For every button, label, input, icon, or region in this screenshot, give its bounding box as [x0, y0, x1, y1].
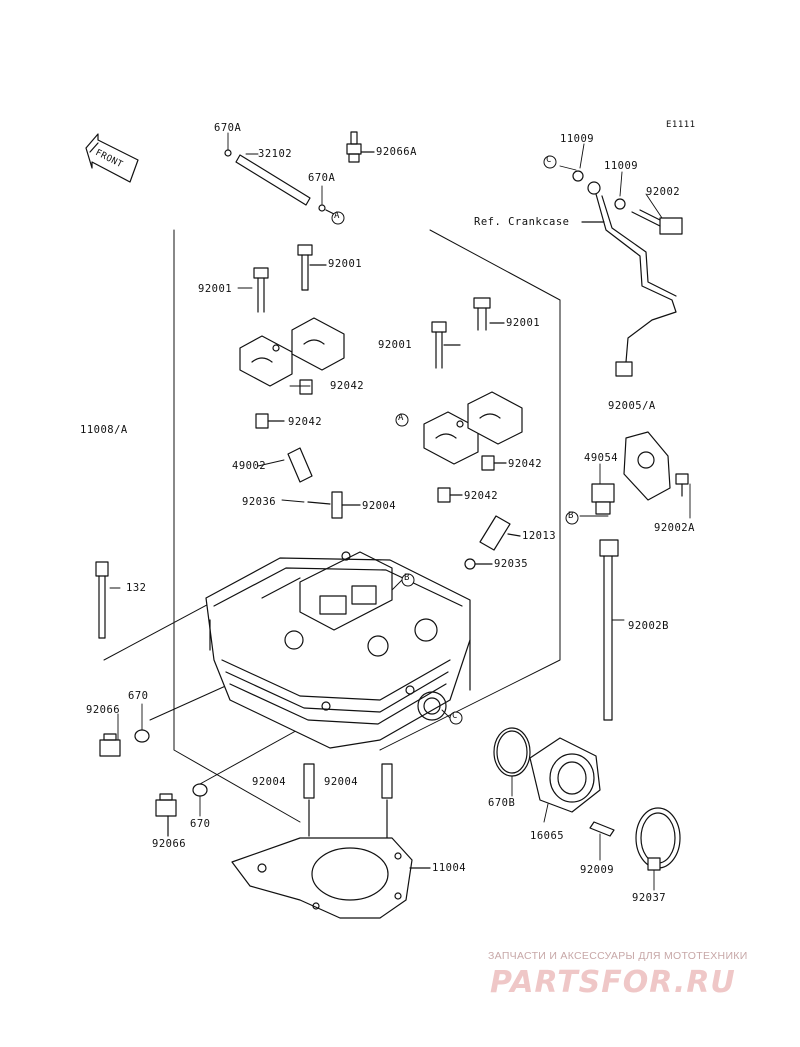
part-label: 32102: [258, 148, 293, 160]
part-label: 92004: [252, 776, 287, 788]
front-arrow-icon: [85, 133, 139, 183]
part-label: 49054: [584, 452, 619, 464]
ref-crankcase-label: Ref. Crankcase: [474, 216, 570, 228]
oring-92035: [464, 558, 493, 570]
part-label: 92004: [362, 500, 397, 512]
oring-670b: [493, 727, 531, 777]
bolt-92001-c: [431, 321, 461, 369]
rocker-cap-left: [239, 317, 345, 387]
rocker-cap-right: [423, 391, 523, 465]
studs-92004-lower: [303, 763, 393, 865]
part-label: 92001: [198, 283, 233, 295]
callout-b-housing: B: [568, 511, 574, 521]
callout-b-head: B: [404, 573, 410, 583]
part-label: 92001: [378, 339, 413, 351]
callout-c-head: C: [452, 711, 458, 721]
part-label: 16065: [530, 830, 565, 842]
part-label: 11008/A: [80, 424, 128, 436]
part-label: 49002: [232, 460, 267, 472]
part-label: 11009: [604, 160, 639, 172]
callout-a-top: A: [334, 211, 340, 221]
part-label: 92066A: [376, 146, 417, 158]
plug-92066-b: [155, 783, 208, 837]
clamp-92037: [635, 807, 681, 871]
part-label: 92005/A: [608, 400, 656, 412]
part-label: 92004: [324, 776, 359, 788]
part-label: 11009: [560, 133, 595, 145]
part-label: 92042: [464, 490, 499, 502]
watermark-logo: PARTSFOR.RU: [490, 965, 736, 1000]
frame-lines: [103, 229, 561, 823]
bolt-92001-d: [473, 297, 505, 331]
bolt-92002b: [599, 539, 619, 721]
part-label: 670: [190, 818, 211, 830]
part-label: 670A: [214, 122, 242, 134]
plug-92066-a: [99, 729, 150, 757]
part-label: 92042: [330, 380, 365, 392]
part-label: 92036: [242, 496, 277, 508]
callout-a-right: A: [398, 413, 404, 423]
part-label: 92066: [152, 838, 187, 850]
part-label: 92066: [86, 704, 121, 716]
cylinder-head: [205, 551, 471, 749]
part-label: 11004: [432, 862, 467, 874]
bolt-132: [95, 561, 109, 639]
bolt-92001-a: [297, 244, 327, 291]
part-label: 670: [128, 690, 149, 702]
part-label: 92037: [632, 892, 667, 904]
intake-16065: [529, 737, 615, 837]
callout-circles: [331, 155, 579, 725]
part-label: 132: [126, 582, 147, 594]
part-label: 92002B: [628, 620, 669, 632]
sensor-92066a: [346, 131, 375, 163]
part-label: 92001: [328, 258, 363, 270]
pushrod-tube: [224, 149, 335, 215]
part-label: 12013: [522, 530, 557, 542]
watermark-tagline: ЗАПЧАСТИ И АКСЕССУАРЫ ДЛЯ МОТОТЕХНИКИ: [488, 950, 748, 962]
stud-92004-top: [307, 491, 361, 519]
part-label: 92002: [646, 186, 681, 198]
part-label: 92042: [508, 458, 543, 470]
housing-49054: [591, 431, 689, 515]
ref-code: E1111: [666, 120, 696, 130]
part-label: 92042: [288, 416, 323, 428]
part-12013: [479, 515, 521, 551]
part-label: 92035: [494, 558, 529, 570]
guide-49002: [287, 447, 313, 483]
watermark-brand: PARTSFOR.RU: [490, 965, 736, 1000]
dowel-pins: [255, 379, 507, 503]
oil-line: [572, 170, 683, 377]
gasket-11004: [231, 837, 431, 919]
bolt-92001-b: [253, 267, 269, 313]
part-label: 92009: [580, 864, 615, 876]
callout-c-oil: C: [546, 155, 552, 165]
part-label: 670A: [308, 172, 336, 184]
leader-lines: [109, 132, 691, 891]
part-label: 92002A: [654, 522, 695, 534]
part-label: 670B: [488, 797, 516, 809]
part-label: 92001: [506, 317, 541, 329]
